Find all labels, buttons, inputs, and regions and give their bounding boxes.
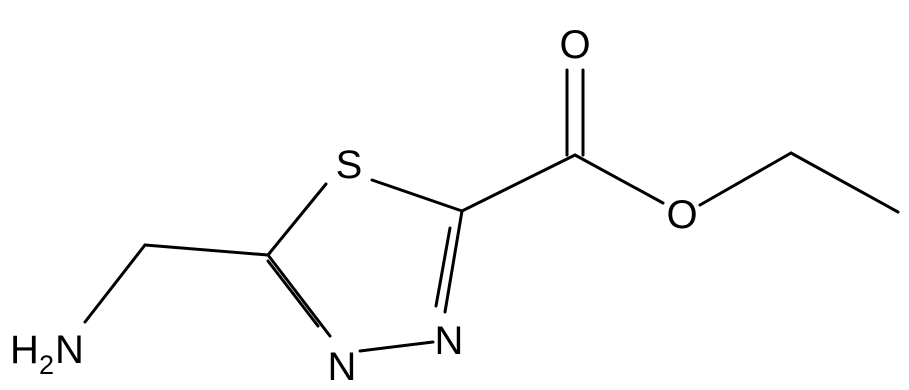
amine-h-label: H xyxy=(10,328,39,372)
sulfur-label: S xyxy=(336,143,363,187)
bond-c5-ch2 xyxy=(143,243,270,257)
carbonyl-oxygen-label: O xyxy=(559,23,590,67)
amine-subscript-label: 2 xyxy=(39,350,54,380)
amine-n-label: N xyxy=(55,328,84,372)
bond-c2-n3-inner xyxy=(434,226,452,308)
bond-n3-n4 xyxy=(358,340,435,353)
bond-ccarbonyl-oester xyxy=(573,153,665,205)
bond-c2-ccarbonyl xyxy=(460,153,577,213)
bond-n4-c5-inner xyxy=(266,259,320,328)
bond-c2-n3 xyxy=(443,209,464,314)
bonds xyxy=(83,68,900,353)
bond-oester-ch2 xyxy=(698,151,793,207)
bond-n4-c5 xyxy=(266,253,332,338)
bond-ch2-n xyxy=(83,243,147,324)
atom-labels: S O O N N H 2 N xyxy=(10,23,698,389)
nitrogen-right-label: N xyxy=(435,319,464,363)
bond-c5-s xyxy=(266,182,328,257)
ester-oxygen-label: O xyxy=(666,193,697,237)
nitrogen-left-label: N xyxy=(328,345,357,389)
bond-ch2-ch3 xyxy=(789,151,900,214)
bond-s-c2 xyxy=(370,178,464,213)
